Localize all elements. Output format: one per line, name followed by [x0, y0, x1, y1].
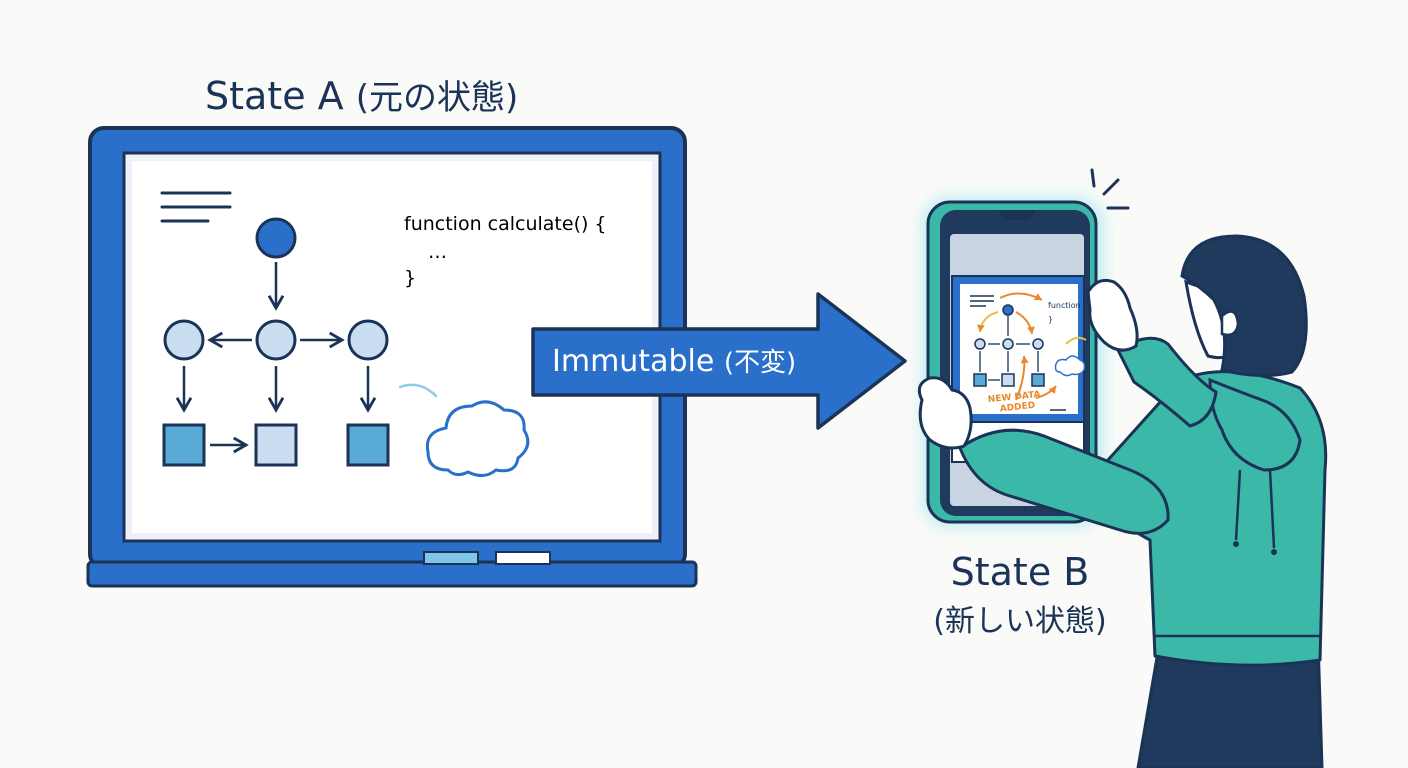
flow-graph: [162, 217, 390, 467]
person-hood: [1208, 377, 1302, 472]
laptop-indicator-2: [495, 551, 551, 565]
immutable-label: Immutable (不変): [552, 342, 796, 379]
node-left: [163, 319, 205, 361]
orange-arrow-right: [1015, 311, 1035, 335]
phone-mini-diagram: function c } NEW DATA ADDED: [970, 292, 1088, 415]
person-front-arm: [958, 428, 1170, 535]
immutable-arrow: [531, 292, 907, 430]
orange-arrow-up: [1015, 355, 1029, 401]
laptop-base: [86, 560, 698, 588]
person: [917, 234, 1328, 768]
box-right: [346, 423, 390, 467]
svg-text:}: }: [1048, 315, 1053, 324]
cloud-icon: [398, 383, 530, 477]
code-line-3: }: [404, 267, 416, 289]
menu-lines-icon: [160, 191, 232, 223]
person-right-hand: [1086, 278, 1139, 352]
box-center: [254, 423, 298, 467]
sparkle-icon: [1090, 168, 1130, 210]
code-line-2: …: [428, 241, 447, 263]
person-left-hand: [917, 376, 973, 450]
orange-arrow-top: [999, 292, 1043, 301]
node-center: [255, 319, 297, 361]
state-a-title-ja: (元の状態): [355, 78, 519, 118]
state-b-title: State B (新しい状態): [920, 550, 1120, 640]
immutable-label-ja: (不変): [723, 348, 797, 378]
person-ear: [1220, 310, 1240, 337]
code-line-1: function calculate() {: [404, 213, 607, 235]
phone-notch: [998, 210, 1036, 220]
state-a-title-main: State A: [205, 74, 344, 118]
immutable-label-main: Immutable: [552, 344, 715, 379]
annotation-line2: ADDED: [999, 401, 1035, 415]
state-b-title-main: State B: [950, 550, 1090, 594]
mini-menu-icon: [970, 295, 994, 307]
orange-arrow-left: [976, 311, 999, 333]
root-node: [255, 217, 297, 259]
person-raised-arm: [1116, 336, 1218, 428]
state-a-title: State A (元の状態): [205, 70, 518, 119]
node-right: [347, 319, 389, 361]
orange-arrow-bottom: [1035, 385, 1057, 399]
box-left: [162, 423, 206, 467]
mini-code-text: function c: [1048, 301, 1088, 310]
laptop-indicator-1: [423, 551, 479, 565]
person-hair: [1180, 234, 1308, 378]
state-b-title-ja: (新しい状態): [933, 604, 1107, 639]
